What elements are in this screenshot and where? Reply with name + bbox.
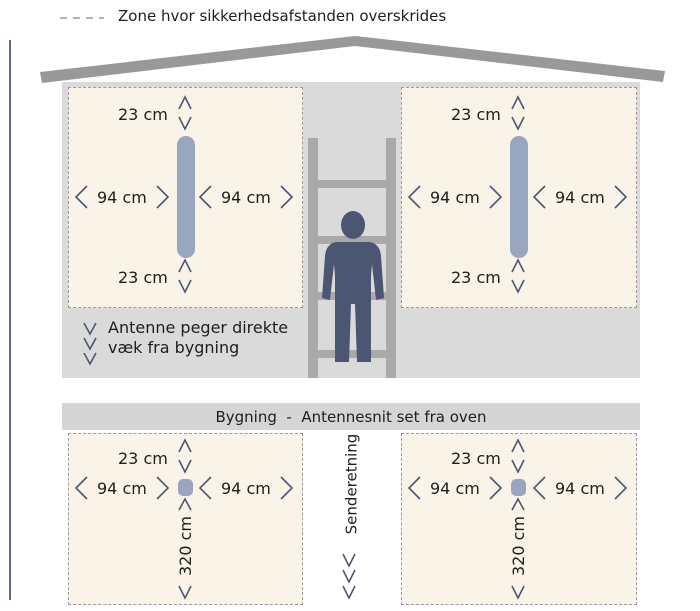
chevron-down-icon: [342, 553, 356, 568]
roof: [40, 36, 665, 83]
chevron-up-icon: [178, 95, 192, 110]
front-right-top-distance: 23 cm: [451, 105, 501, 124]
chevron-up-icon: [178, 258, 192, 273]
chevron-up-icon: [178, 438, 192, 453]
antenna-note-line1: Antenne peger direkte: [108, 318, 289, 337]
front-left-bottom-distance: 23 cm: [118, 268, 168, 287]
top-right-left-distance: 94 cm: [430, 479, 480, 498]
chevron-left-icon: [74, 185, 88, 209]
chevron-down-icon: [178, 585, 192, 600]
chevron-left-icon: [407, 476, 421, 500]
chevron-down-icon: [83, 337, 97, 351]
chevron-right-icon: [280, 185, 294, 209]
top-view-header: Bygning - Antennesnit set fra oven: [215, 408, 487, 426]
chevron-down-icon: [511, 459, 525, 474]
chevron-down-icon: [83, 322, 97, 336]
chevron-left-icon: [74, 476, 88, 500]
chevron-right-icon: [156, 185, 170, 209]
front-right-right-distance: 94 cm: [555, 188, 605, 207]
chevron-down-icon: [178, 279, 192, 294]
person-silhouette-icon: [322, 211, 384, 362]
top-left-right-distance: 94 cm: [221, 479, 271, 498]
chevron-left-icon: [407, 185, 421, 209]
front-right-left-distance: 94 cm: [430, 188, 480, 207]
chevron-up-icon: [178, 497, 192, 511]
chevron-down-icon: [342, 585, 356, 600]
chevron-right-icon: [489, 476, 503, 500]
chevron-down-icon: [511, 585, 525, 600]
chevron-left-icon: [532, 185, 546, 209]
top-right-top-distance: 23 cm: [451, 449, 501, 468]
chevron-left-icon: [532, 476, 546, 500]
safety-zone-front-left: [68, 87, 303, 308]
antenna-section-left: [178, 479, 193, 496]
safety-zone-top-left: [68, 433, 303, 605]
front-left-left-distance: 94 cm: [97, 188, 147, 207]
chevron-down-icon: [511, 279, 525, 294]
chevron-left-icon: [198, 185, 212, 209]
front-left-top-distance: 23 cm: [118, 105, 168, 124]
front-left-right-distance: 94 cm: [221, 188, 271, 207]
chevron-left-icon: [198, 476, 212, 500]
safety-zone-top-right: [401, 433, 637, 605]
chevron-up-icon: [511, 438, 525, 453]
chevron-right-icon: [614, 476, 628, 500]
top-left-left-distance: 94 cm: [97, 479, 147, 498]
chevron-up-icon: [511, 258, 525, 273]
top-view-header-bar: [62, 403, 640, 430]
antenna-front-right: [510, 136, 528, 258]
chevron-right-icon: [280, 476, 294, 500]
chevron-down-icon: [342, 569, 356, 584]
chevron-down-icon: [178, 459, 192, 474]
chevron-up-icon: [511, 95, 525, 110]
chevron-right-icon: [489, 185, 503, 209]
front-right-bottom-distance: 23 cm: [451, 268, 501, 287]
antenna-front-left: [177, 136, 195, 258]
chevron-down-icon: [83, 352, 97, 366]
chevron-down-icon: [511, 116, 525, 131]
frame-line: [9, 40, 11, 600]
chevron-up-icon: [511, 497, 525, 511]
legend-label: Zone hvor sikkerhedsafstanden overskride…: [118, 7, 447, 25]
antenna-section-right: [511, 479, 526, 496]
chevron-down-icon: [178, 116, 192, 131]
chevron-right-icon: [614, 185, 628, 209]
antenna-note-line2: væk fra bygning: [108, 338, 240, 357]
chevron-right-icon: [156, 476, 170, 500]
top-right-right-distance: 94 cm: [555, 479, 605, 498]
top-left-top-distance: 23 cm: [118, 449, 168, 468]
